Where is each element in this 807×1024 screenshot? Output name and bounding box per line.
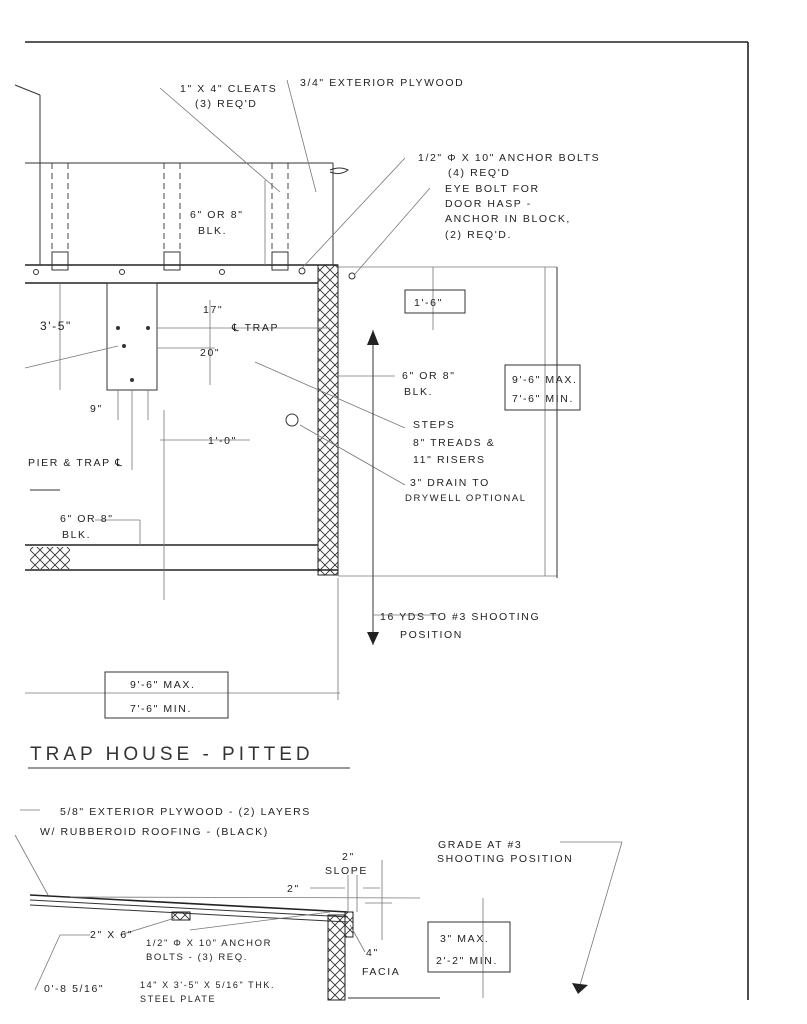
- dim-9: 9": [90, 403, 103, 415]
- dim-0-8: 0'-8 5/16": [44, 983, 104, 995]
- steps-treads: 8" TREADS &: [413, 437, 495, 449]
- plywood-label: 3/4" EXTERIOR PLYWOOD: [300, 77, 464, 89]
- eye-bolt-line3: ANCHOR IN BLOCK,: [445, 213, 571, 225]
- plan-labels: 1" X 4" CLEATS (3) REQ'D 3/4" EXTERIOR P…: [28, 77, 600, 715]
- dim-1-0: 1'-0": [208, 435, 237, 447]
- drain-label: 3" DRAIN TO: [410, 477, 490, 489]
- grade-min: 2'-2" MIN.: [436, 955, 498, 967]
- anchor-bolts-label: 1/2" Φ X 10" ANCHOR BOLTS: [418, 152, 600, 164]
- section-anchor-qty: BOLTS - (3) REQ.: [146, 952, 248, 963]
- steps-label: STEPS: [413, 419, 455, 431]
- blk-right-label: BLK.: [404, 386, 433, 398]
- width-min: 7'-6" MIN.: [130, 703, 192, 715]
- width-max: 9'-6" MAX.: [130, 679, 196, 691]
- steps-risers: 11" RISERS: [413, 454, 486, 466]
- roof-label: 5/8" EXTERIOR PLYWOOD - (2) LAYERS: [60, 806, 311, 818]
- plate-label: 14" X 3'-5" X 5/16" THK.: [140, 980, 275, 990]
- yards-position: POSITION: [400, 629, 463, 641]
- slope-dim: 2": [342, 851, 355, 863]
- blk-right-size: 6" OR 8": [402, 370, 456, 382]
- section-labels: 5/8" EXTERIOR PLYWOOD - (2) LAYERS W/ RU…: [40, 806, 573, 1004]
- height-min: 7'-6" MIN.: [512, 393, 574, 405]
- dim-3-5: 3'-5": [40, 319, 72, 333]
- sheet-border: [25, 41, 749, 1000]
- eye-bolt-line2: DOOR HASP -: [445, 198, 532, 210]
- blk-bottom-label: BLK.: [62, 529, 91, 541]
- blk-top-label: BLK.: [198, 225, 227, 237]
- cleats-label: 1" X 4" CLEATS: [180, 83, 277, 95]
- blk-bottom-size: 6" OR 8": [60, 513, 114, 525]
- cleats-qty: (3) REQ'D: [195, 98, 258, 110]
- eye-bolt-line4: (2) REQ'D.: [445, 229, 512, 241]
- facia-label: FACIA: [362, 966, 400, 978]
- dim-1-6: 1'-6": [414, 297, 443, 309]
- grade-max: 3" MAX.: [440, 933, 489, 945]
- yards-label: 16 YDS TO #3 SHOOTING: [380, 611, 540, 623]
- height-max: 9'-6" MAX.: [512, 374, 578, 386]
- section-view: [14, 809, 623, 1001]
- dim-2: 2": [287, 883, 300, 895]
- trap-centerline: ℄ TRAP: [231, 322, 279, 334]
- blk-top-size: 6" OR 8": [190, 209, 244, 221]
- dim-17: 17": [203, 304, 223, 316]
- drawing-title: TRAP HOUSE - PITTED: [30, 744, 314, 765]
- facia-dim: 4": [366, 947, 379, 959]
- dim-20: 20": [200, 347, 220, 359]
- roof-roofing: W/ RUBBEROID ROOFING - (BLACK): [40, 826, 269, 838]
- anchor-bolts-qty: (4) REQ'D: [448, 167, 511, 179]
- joist-label: 2" X 6": [90, 929, 133, 941]
- pier-trap-label: PIER & TRAP ℄: [28, 457, 123, 469]
- eye-bolt-line1: EYE BOLT FOR: [445, 183, 540, 195]
- section-anchor-label: 1/2" Φ X 10" ANCHOR: [146, 938, 272, 949]
- plate-type: STEEL PLATE: [140, 994, 216, 1004]
- grade-position: SHOOTING POSITION: [437, 853, 573, 865]
- plan-view: [14, 79, 581, 719]
- drain-drywell: DRYWELL OPTIONAL: [405, 493, 527, 504]
- slope-label: SLOPE: [325, 865, 368, 877]
- grade-label: GRADE AT #3: [438, 839, 522, 851]
